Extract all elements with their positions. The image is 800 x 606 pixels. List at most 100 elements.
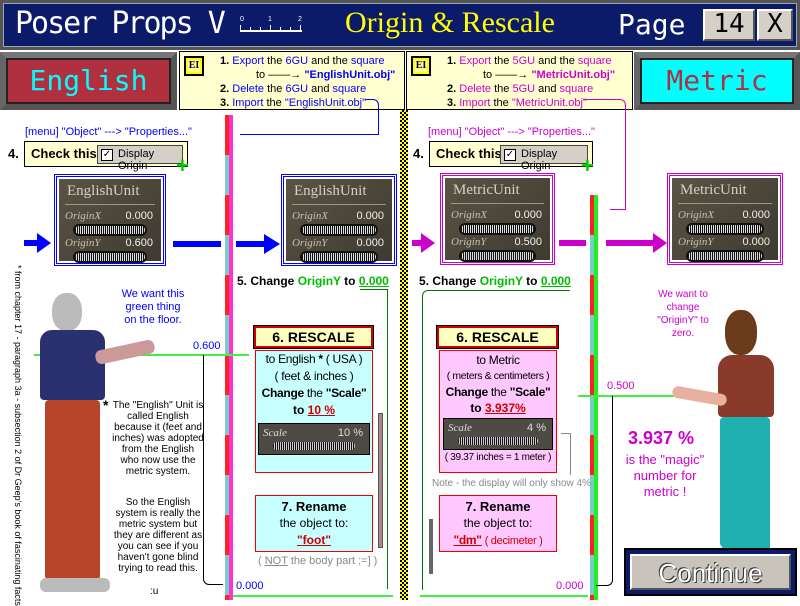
rescale-heading: 6. RESCALE (437, 326, 558, 348)
footnote-text: The "English" Unit is called English bec… (112, 400, 204, 477)
page-number-field[interactable]: 14 (703, 9, 755, 41)
speech-english: We want this green thing on the floor. (121, 288, 185, 326)
display-origin-checkbox[interactable]: ✓ Display Origin (97, 145, 183, 172)
close-button[interactable]: X (757, 9, 793, 41)
panel-name: EnglishUnit (67, 183, 140, 199)
text: "Scale" (509, 385, 551, 399)
originy-value: 0.000 (742, 236, 770, 248)
floor-line (233, 595, 393, 597)
zero-label-metric: 0.000 (556, 580, 584, 592)
app-title: Poser Props V (15, 6, 226, 41)
speech-metric: We want to change "OriginY" to zero. (657, 289, 709, 339)
ei-icon: EI (184, 56, 204, 76)
step-5-english: 5. Change OriginY to 0.000 (237, 274, 389, 288)
text: the (303, 386, 326, 400)
step-num: 3. (220, 97, 230, 109)
step-text: to (256, 69, 266, 81)
originy-value: 0.000 (356, 237, 384, 249)
step-text: Import (459, 97, 491, 109)
metric-button[interactable]: Metric (634, 52, 800, 110)
text: the object to: (463, 516, 533, 530)
text: to (292, 403, 308, 417)
scale-dial[interactable] (273, 442, 355, 450)
text: the object to: (279, 516, 349, 530)
panel-name: MetricUnit (680, 182, 747, 198)
originy-dial[interactable] (302, 253, 376, 261)
man-figure-trousers (45, 400, 100, 580)
originy-label: OriginY (451, 236, 487, 248)
display-note: Note - the display will only show 4% (432, 478, 591, 489)
originy-dial[interactable] (688, 252, 762, 260)
text: to English (265, 352, 316, 366)
checkbox-label: Display Origin (118, 148, 155, 172)
page-title: Origin & Rescale (345, 6, 555, 39)
originx-value: 0.000 (514, 209, 542, 221)
originx-dial[interactable] (688, 225, 762, 233)
rename-title: 7. Rename (281, 499, 347, 514)
scale-dial[interactable] (458, 437, 538, 445)
scrollbar[interactable] (378, 413, 383, 548)
originy-dial[interactable] (461, 252, 534, 260)
man-figure-shoes (40, 578, 110, 592)
magic-text: is the "magic" number for metric ! (625, 452, 705, 499)
level-label-english: 0.600 (193, 340, 221, 352)
new-name: "foot" (296, 533, 332, 547)
arrow-right-icon (653, 233, 667, 253)
step-text: to (340, 274, 359, 288)
step-text: Export (232, 55, 265, 67)
english-button[interactable]: English (0, 52, 177, 110)
step-text: the (491, 83, 513, 95)
text: NOT (264, 555, 288, 567)
originx-dial[interactable] (302, 226, 376, 234)
divider (400, 110, 408, 600)
checkmark-icon: ✓ (504, 149, 516, 161)
not-body-part-note: ( NOT the body part ;=] ) (258, 555, 377, 567)
originy-dial[interactable] (75, 253, 145, 261)
display-origin-checkbox[interactable]: ✓Display Origin (500, 145, 588, 172)
rename-box-metric: 7. Rename the object to: "dm" ( decimete… (439, 495, 557, 552)
originx-dial[interactable] (461, 225, 534, 233)
step-text: the (490, 97, 512, 109)
man-figure-shirt (40, 330, 105, 400)
step-text: and the (308, 55, 351, 67)
text: the (487, 385, 510, 399)
connector-line (561, 433, 571, 475)
text: ( meters & centimeters ) (446, 370, 550, 382)
footnote-text-2: So the English system is really the metr… (113, 497, 203, 574)
step-text: to (483, 69, 493, 81)
step-text: and (308, 83, 333, 95)
arrow-line (173, 241, 221, 247)
text: ( decimeter ) (484, 535, 543, 547)
step-text: 6GU (285, 83, 309, 95)
ruler-tick-label: 1 (268, 16, 272, 23)
originx-label: OriginX (292, 210, 329, 222)
connector-line (203, 355, 223, 585)
checkmark-icon: ✓ (101, 149, 113, 161)
connector-line (240, 134, 379, 135)
text: "Scale" (325, 386, 367, 400)
rename-title: 7. Rename (465, 499, 531, 514)
ei-icon: EI (411, 56, 431, 76)
scrollbar[interactable] (429, 519, 433, 574)
origin-level-line (578, 395, 708, 397)
originx-dial[interactable] (75, 226, 145, 234)
arrow-line (559, 240, 586, 246)
originx-value: 0.000 (742, 209, 770, 221)
rename-box-english: 7. Rename the object to: "foot" (255, 495, 373, 552)
text: ( USA ) (325, 352, 363, 366)
originx-label: OriginX (65, 210, 102, 222)
magic-value: 3.937 % (628, 428, 695, 448)
text: ( feet & inches ) (274, 369, 354, 383)
originx-label: OriginX (451, 209, 488, 221)
text: the body part ;=] ) (287, 555, 378, 567)
step-text: Export (459, 55, 492, 67)
step-text: square (577, 55, 612, 67)
footnote-star: * (103, 397, 109, 413)
connector-line (596, 396, 613, 586)
rescale-box-metric: to Metric ( meters & centimeters ) Chang… (439, 350, 557, 473)
continue-button[interactable]: Continue (624, 548, 797, 596)
